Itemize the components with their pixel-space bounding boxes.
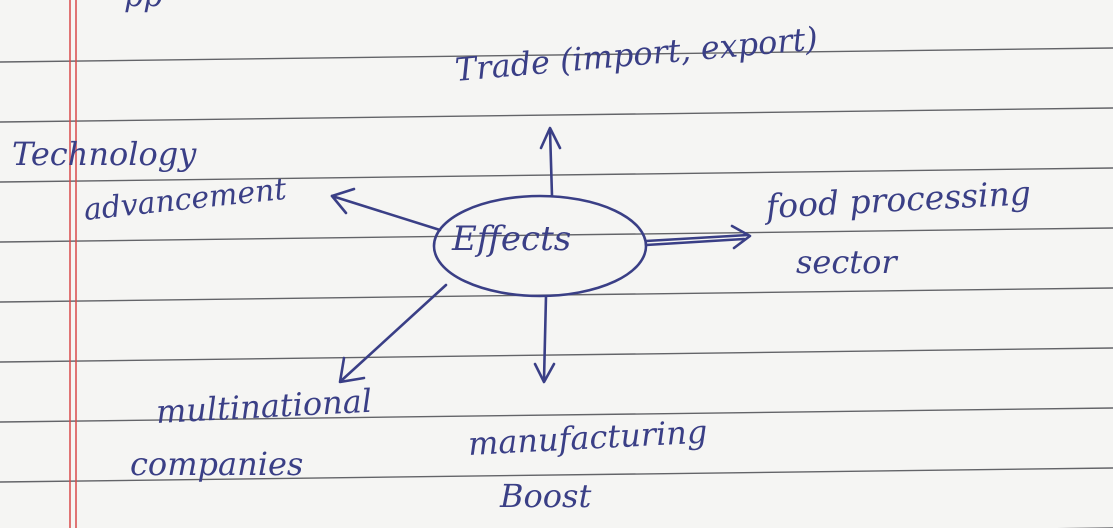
page-fragment-text: pp [124, 0, 162, 12]
ruled-line [0, 47, 1113, 63]
arrow-to-bottom-left [338, 283, 448, 384]
ruled-line [0, 167, 1113, 183]
arrow-to-top [539, 126, 562, 198]
arrow-to-bottom [533, 294, 556, 384]
ruled-line [0, 107, 1113, 123]
arrow-to-right [644, 224, 752, 250]
ruled-line [0, 347, 1113, 363]
branch-left-label-line1: Technology [12, 135, 197, 173]
ruled-line [0, 467, 1113, 483]
ruled-line [0, 407, 1113, 423]
ruled-line [0, 227, 1113, 243]
center-node-label: Effects [452, 219, 572, 259]
branch-right-label-line2: sector [796, 243, 897, 281]
margin-lines [69, 0, 77, 528]
branch-bottom-left-label-line2: companies [130, 445, 304, 483]
branch-bottom-label-line2: Boost [500, 477, 592, 515]
arrow-to-left [330, 187, 442, 232]
